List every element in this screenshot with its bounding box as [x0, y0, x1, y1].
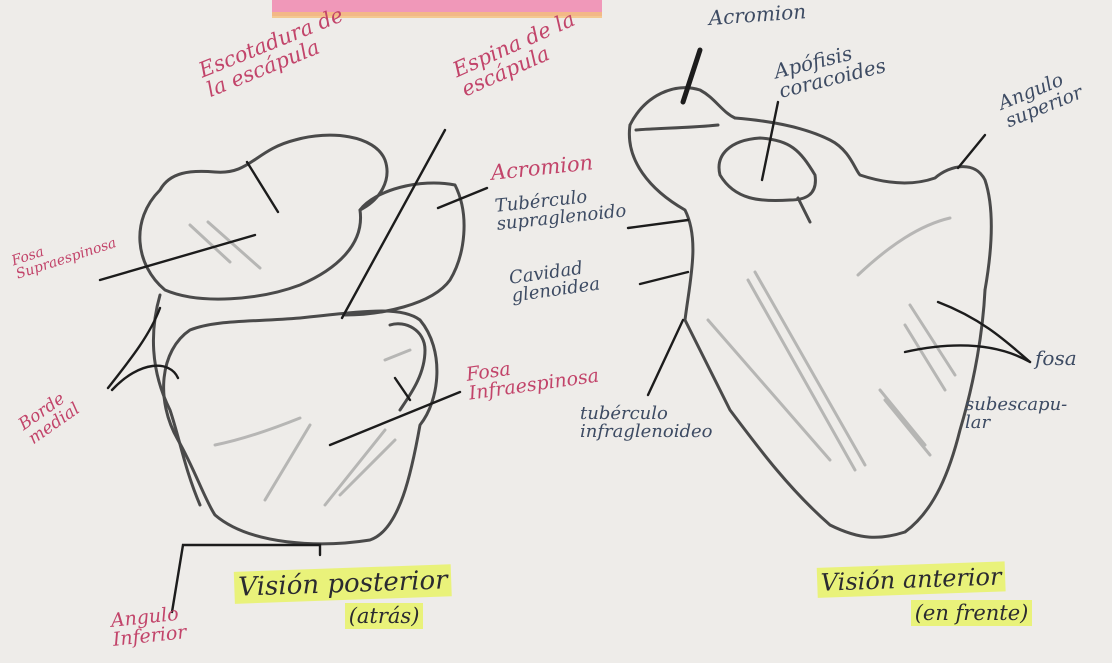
label-subescapular: subescapu- lar	[965, 396, 1067, 432]
posterior-leader-lines	[100, 130, 487, 612]
caption-anterior-line2: (en frente)	[911, 600, 1033, 626]
posterior-pencil-shading	[190, 222, 410, 505]
label-tuberculo-infraglenoideo: tubérculo infraglenoideo	[580, 405, 712, 441]
caption-anterior-sub: (en frente)	[884, 582, 1032, 645]
caption-posterior-line2: (atrás)	[345, 603, 424, 629]
posterior-scapula-outline	[140, 135, 464, 544]
label-fosa-anterior: fosa	[1035, 348, 1077, 368]
label-angulo-inferior: Angulo Inferior	[110, 604, 187, 649]
label-acromion-anterior: Acromion	[708, 1, 807, 28]
caption-posterior-sub: (atrás)	[318, 585, 423, 648]
anterior-scapula-outline	[629, 88, 991, 538]
